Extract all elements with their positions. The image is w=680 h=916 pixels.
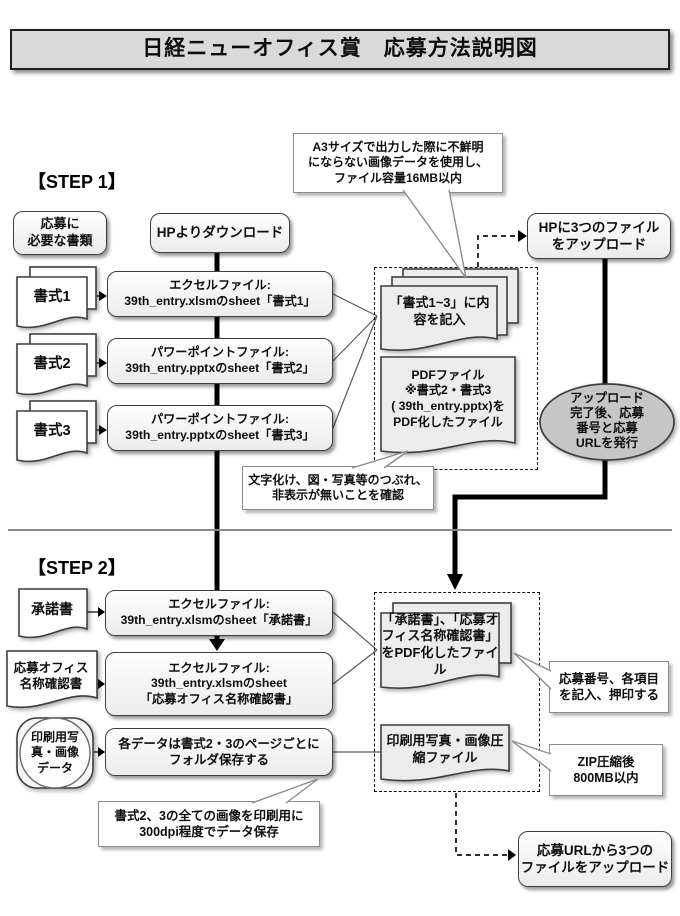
step-divider [8, 529, 672, 531]
office-name-document-icon [6, 650, 98, 708]
a3-image-quality-note: A3サイズで出力した際に不鮮明 にならない画像データを使用し、 ファイル容量16… [293, 133, 503, 193]
pdf-file-label: PDFファイル ※書式2・書式3 ( 39th_entry.pptx)を PDF… [391, 367, 505, 429]
folder-save-box: 各データは書式2・3のページごとに フォルダ保存する [105, 728, 333, 776]
print-data-label: 印刷用写 真・画像 データ [30, 729, 79, 775]
upload-flow-line [447, 258, 608, 590]
consent-pdf-document-stack [380, 602, 512, 689]
zip-file-document [380, 724, 510, 782]
converging-lines-step2 [332, 611, 381, 753]
issue-number-label: アップロード 完了後、応募 番号と応募 URLを発行 [570, 391, 644, 450]
step2-deliverables-dashed-box [374, 592, 540, 792]
dashed-arrow-to-final-upload [455, 793, 516, 861]
zip-size-note: ZIP圧縮後 800MB以内 [549, 744, 663, 796]
step1-label: 【STEP 1】 [28, 172, 126, 192]
dpi-note: 書式2、3の全ての画像を印刷用に 300dpi程度でデータ保存 [98, 801, 320, 847]
excel-consent-box: エクセルファイル: 39th_entry.xlsmのsheet「承諾書」 [105, 590, 333, 636]
form2-document-icon [16, 333, 97, 396]
diagram-title-bar: 日経ニューオフィス賞 応募方法説明図 [10, 29, 670, 70]
converging-lines-step1 [332, 293, 378, 429]
form1-label: 書式1 [33, 288, 71, 305]
upload-three-files-box: HPに3つのファイル をアップロード [527, 213, 671, 259]
ppt-form2-box: パワーポイントファイル: 39th_entry.pptxのsheet「書式2」 [107, 338, 333, 384]
step2-label: 【STEP 2】 [28, 558, 126, 578]
excel-office-name-box: エクセルファイル: 39th_entry.xlsmのsheet 「応募オフィス名… [105, 652, 333, 716]
form3-label: 書式3 [33, 422, 71, 439]
final-upload-box: 応募URLから3つの ファイルをアップロード [518, 831, 672, 887]
print-data-icon [16, 717, 94, 789]
form2-label: 書式2 [33, 355, 71, 372]
garbled-check-note: 文字化け、図・写真等のつぶれ、 非表示が無いことを確認 [242, 466, 434, 510]
diagram-title: 日経ニューオフィス賞 応募方法説明図 [142, 37, 538, 61]
excel-form1-box: エクセルファイル: 39th_entry.xlsmのsheet「書式1」 [107, 271, 333, 317]
required-docs-box: 応募に 必要な書類 [13, 211, 107, 255]
fill-forms-label: 「書式1~3」に内 容を記入 [389, 295, 490, 327]
dashed-arrow-to-upload [477, 230, 527, 267]
form3-document-icon [16, 400, 97, 463]
office-name-label: 応募オフィス 名称確認書 [13, 661, 89, 691]
zip-file-label: 印刷用写真・画像圧 縮ファイル [386, 733, 504, 765]
consent-document-icon [18, 588, 88, 639]
consent-pdf-label: 「承諾書」、「応募オ フィス名称確認書」 をPDF化したファイル [381, 611, 499, 677]
issue-number-ellipse [539, 383, 675, 461]
form1-document-icon [16, 266, 97, 329]
consent-label: 承諾書 [31, 601, 73, 618]
fill-forms-document-stack [380, 268, 519, 351]
ppt-form3-box: パワーポイントファイル: 39th_entry.pptxのsheet「書式3」 [107, 405, 333, 451]
download-from-hp-box: HPよりダウンロード [150, 213, 290, 253]
stamp-note: 応募番号、各項目 を記入、押印する [549, 661, 669, 713]
